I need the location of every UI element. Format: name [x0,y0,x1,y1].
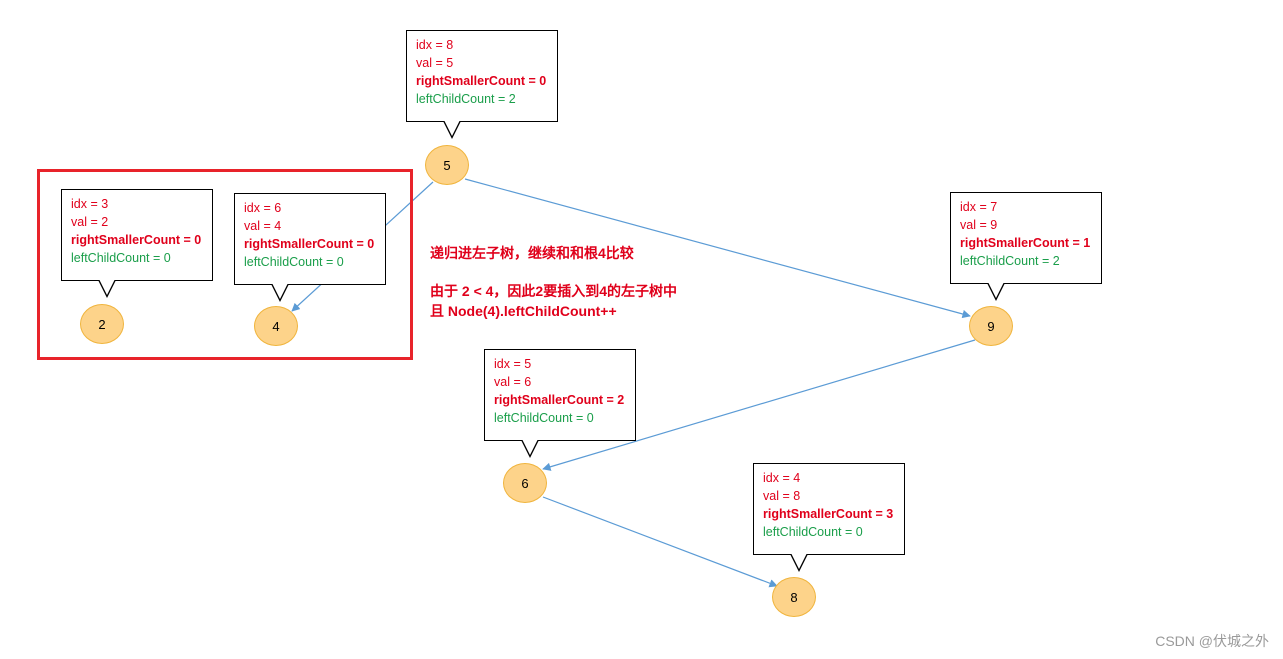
callout-left-child-count: leftChildCount = 0 [494,411,594,425]
callout-pointer [987,282,1005,301]
callout-pointer [443,120,461,139]
annotation-text: 递归进左子树，继续和和根4比较 由于 2 < 4，因此2要插入到4的左子树中 且… [430,243,677,321]
callout-idx: idx = 4 [763,471,801,485]
highlight-box [37,169,413,360]
callout-left-child-count: leftChildCount = 2 [416,92,516,106]
annotation-line-2: 由于 2 < 4，因此2要插入到4的左子树中 [430,283,677,299]
callout-left-child-count: leftChildCount = 0 [244,255,344,269]
callout-left-child-count: leftChildCount = 0 [763,525,863,539]
annotation-line-3: 且 Node(4).leftChildCount++ [430,303,617,319]
callout-val: val = 2 [71,215,109,229]
callout-right-smaller-count: rightSmallerCount = 0 [244,237,375,251]
edge-5-to-9 [464,178,971,319]
callout-val: val = 6 [494,375,532,389]
annotation-line-1: 递归进左子树，继续和和根4比较 [430,245,634,261]
callout-idx: idx = 3 [71,197,109,211]
callout-val: val = 8 [763,489,801,503]
callout-pointer [790,553,808,572]
tree-node-5: 5 [425,145,469,185]
callout-node-4: idx = 6 val = 4 rightSmallerCount = 0 le… [234,193,386,302]
tree-node-4: 4 [254,306,298,346]
callout-right-smaller-count: rightSmallerCount = 0 [416,74,547,88]
callout-idx: idx = 6 [244,201,282,215]
callout-node-2: idx = 3 val = 2 rightSmallerCount = 0 le… [61,189,213,298]
callout-right-smaller-count: rightSmallerCount = 1 [960,236,1091,250]
tree-node-2: 2 [80,304,124,344]
callout-left-child-count: leftChildCount = 2 [960,254,1060,268]
tree-node-8: 8 [772,577,816,617]
callout-pointer [98,279,116,298]
callout-right-smaller-count: rightSmallerCount = 0 [71,233,202,247]
callout-idx: idx = 8 [416,38,454,52]
callout-idx: idx = 7 [960,200,998,214]
tree-node-6: 6 [503,463,547,503]
callout-node-5: idx = 8 val = 5 rightSmallerCount = 0 le… [406,30,558,139]
callout-pointer [521,439,539,458]
callout-val: val = 4 [244,219,282,233]
callout-left-child-count: leftChildCount = 0 [71,251,171,265]
callout-node-8: idx = 4 val = 8 rightSmallerCount = 3 le… [753,463,905,572]
callout-right-smaller-count: rightSmallerCount = 2 [494,393,625,407]
callout-node-9: idx = 7 val = 9 rightSmallerCount = 1 le… [950,192,1102,301]
watermark: CSDN @伏城之外 [1155,633,1269,649]
callout-val: val = 9 [960,218,998,232]
callout-val: val = 5 [416,56,454,70]
callout-idx: idx = 5 [494,357,532,371]
callout-right-smaller-count: rightSmallerCount = 3 [763,507,894,521]
edge-6-to-8 [542,496,778,588]
callout-pointer [271,283,289,302]
tree-node-9: 9 [969,306,1013,346]
callout-node-6: idx = 5 val = 6 rightSmallerCount = 2 le… [484,349,636,458]
edge-9-to-6 [542,339,976,471]
